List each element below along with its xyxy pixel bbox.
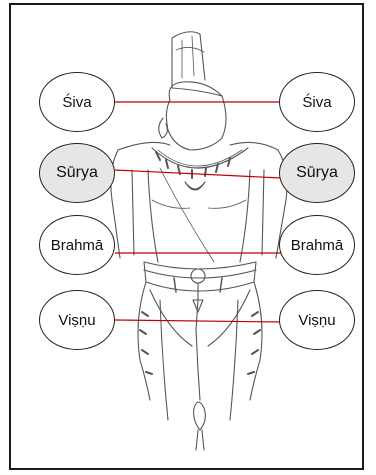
bubble-left-siva: Śiva	[39, 72, 115, 132]
label-left-surya: Sūrya	[56, 164, 98, 182]
connector-line-surya	[115, 170, 281, 178]
label-right-siva: Śiva	[302, 94, 331, 111]
bubble-right-brahma: Brahmā	[279, 215, 355, 275]
label-right-brahma: Brahmā	[291, 237, 344, 254]
bubble-right-siva: Śiva	[279, 72, 355, 132]
label-right-surya: Sūrya	[296, 164, 338, 182]
label-left-siva: Śiva	[62, 94, 91, 111]
bubble-right-visnu: Viṣṇu	[279, 290, 355, 350]
label-left-visnu: Viṣṇu	[58, 312, 95, 329]
bubble-left-brahma: Brahmā	[39, 215, 115, 275]
label-right-visnu: Viṣṇu	[298, 312, 335, 329]
connector-line-visnu	[115, 320, 281, 322]
label-left-brahma: Brahmā	[51, 237, 104, 254]
bubble-left-visnu: Viṣṇu	[39, 290, 115, 350]
bubble-left-surya: Sūrya	[39, 143, 115, 203]
bubble-right-surya: Sūrya	[279, 143, 355, 203]
